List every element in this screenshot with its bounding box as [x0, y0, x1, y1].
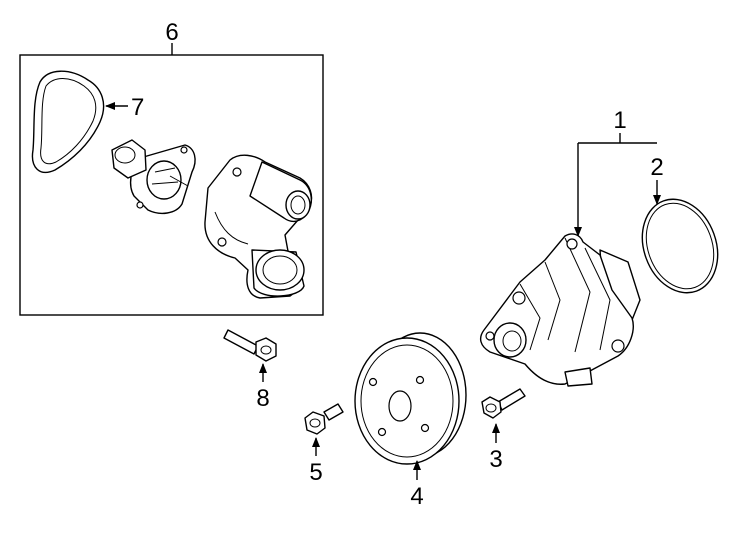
- housing-bolt: [223, 329, 277, 362]
- thermostat-housing: [204, 154, 313, 299]
- callout-6: 6: [165, 19, 178, 46]
- thermostat-gasket: [31, 70, 105, 174]
- callout-1: 1: [613, 107, 626, 134]
- callout-4: 4: [410, 483, 423, 510]
- water-pump: [479, 233, 641, 387]
- callout-7: 7: [131, 94, 144, 121]
- callout-8: 8: [256, 385, 269, 412]
- callout-3: 3: [489, 446, 502, 473]
- water-pump-o-ring: [641, 198, 719, 294]
- water-pump-pulley: [354, 332, 467, 465]
- pulley-bolt: [304, 403, 344, 435]
- thermostat: [111, 139, 196, 215]
- callout-2: 2: [650, 154, 663, 181]
- callout-5: 5: [309, 459, 322, 486]
- water-pump-bolt: [481, 388, 526, 419]
